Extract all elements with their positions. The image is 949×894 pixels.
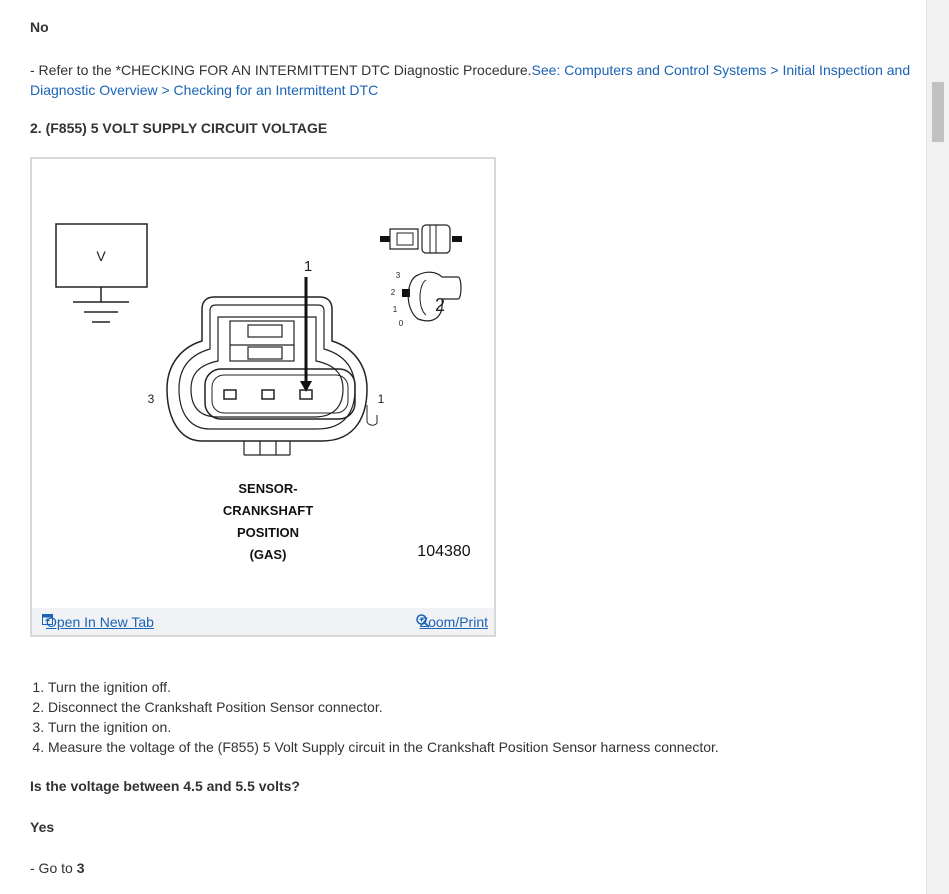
step-title: 2. (F855) 5 VOLT SUPPLY CIRCUIT VOLTAGE <box>30 120 328 136</box>
callout-number: 1 <box>304 258 312 275</box>
open-in-new-tab-label: Open In New Tab <box>46 614 154 630</box>
pin-2 <box>261 389 275 400</box>
scrollbar-thumb[interactable] <box>932 82 944 142</box>
goto-line: - Go to 3 <box>30 860 84 876</box>
disconnect-symbol <box>380 236 390 242</box>
key-pos-0: 0 <box>399 319 404 328</box>
caption-line-3: POSITION <box>237 525 299 540</box>
goto-text: - Go to <box>30 860 77 876</box>
pin-label-right: 1 <box>378 392 385 406</box>
hand-cursor-icon <box>366 405 378 426</box>
step-item: Measure the voltage of the (F855) 5 Volt… <box>48 737 719 757</box>
figure-toolbar: Open In New Tab Zoom/Print <box>32 608 494 635</box>
connector-figure: V <box>30 157 496 637</box>
zoom-print-link[interactable]: Zoom/Print <box>415 614 488 630</box>
open-in-new-tab-link[interactable]: Open In New Tab <box>42 614 154 630</box>
pin-face <box>204 368 356 420</box>
connector-latch <box>229 320 295 362</box>
refer-paragraph: - Refer to the *CHECKING FOR AN INTERMIT… <box>30 60 920 100</box>
procedure-steps: Turn the ignition off. Disconnect the Cr… <box>30 677 719 757</box>
step-item: Turn the ignition on. <box>48 717 719 737</box>
yes-heading: Yes <box>30 819 55 835</box>
voltmeter-label: V <box>96 248 106 264</box>
step-item: Turn the ignition off. <box>48 677 719 697</box>
no-heading: No <box>30 19 49 35</box>
intermittent-dtc-link[interactable]: See: Computers and Control Systems > Ini… <box>30 62 911 98</box>
key-pos-1: 1 <box>393 305 398 314</box>
key-pos-3: 3 <box>396 271 401 280</box>
step-item: Disconnect the Crankshaft Position Senso… <box>48 697 719 717</box>
caption-line-2: CRANKSHAFT <box>223 503 313 518</box>
caption-line-4: (GAS) <box>250 547 287 562</box>
connector-shell <box>166 296 368 442</box>
pin-3 <box>223 389 237 400</box>
question-heading: Is the voltage between 4.5 and 5.5 volts… <box>30 778 300 794</box>
connector-diagram: V <box>55 223 471 562</box>
key-pos-2: 2 <box>391 288 396 297</box>
zoom-print-label: Zoom/Print <box>419 614 488 630</box>
refer-text: - Refer to the *CHECKING FOR AN INTERMIT… <box>30 62 532 78</box>
goto-target: 3 <box>76 860 85 876</box>
caption-line-1: SENSOR- <box>238 481 297 496</box>
key-label: 2 <box>435 295 445 315</box>
vertical-scrollbar[interactable] <box>926 0 949 894</box>
figure-id: 104380 <box>417 543 470 560</box>
ignition-key-icon <box>402 289 410 297</box>
pin-label-left: 3 <box>148 392 155 406</box>
